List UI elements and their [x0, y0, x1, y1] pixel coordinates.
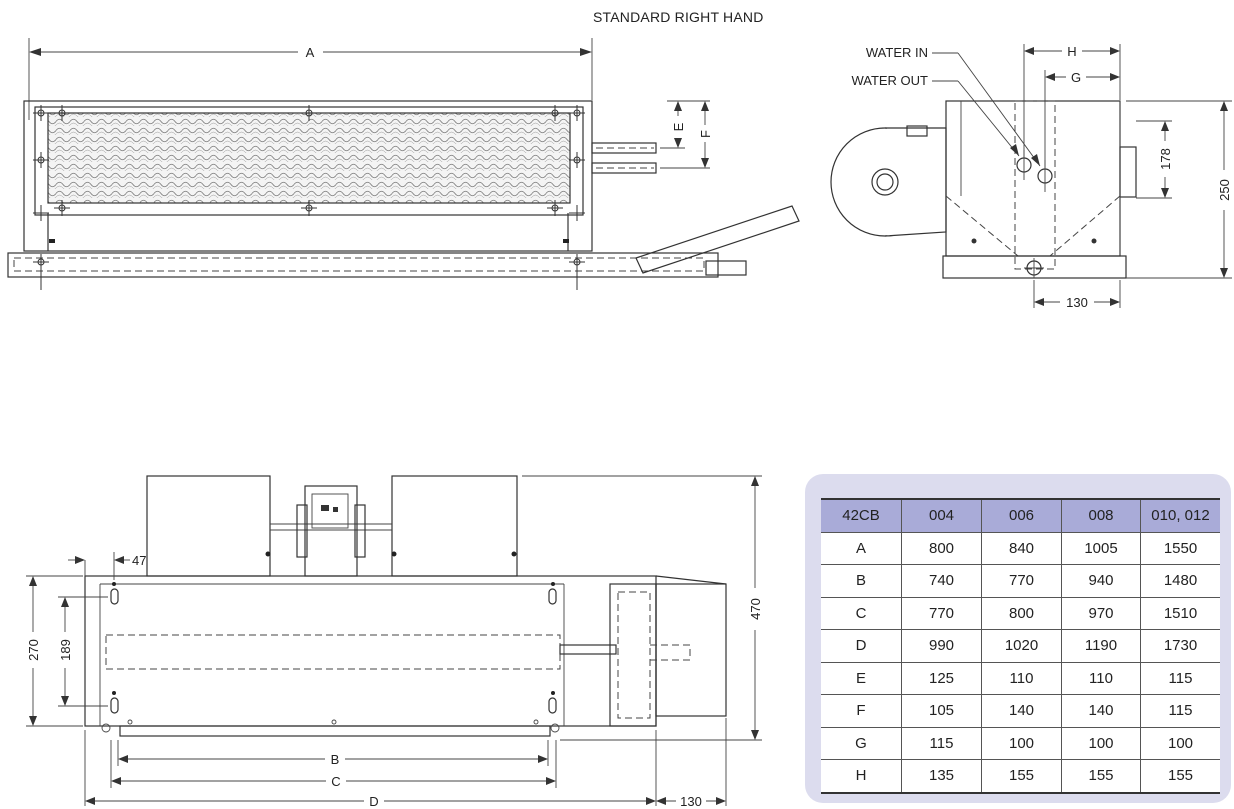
dim-label-47: 47 [132, 553, 146, 568]
water-out-label: WATER OUT [851, 73, 928, 88]
dimension-e-f: E F [660, 100, 713, 169]
dim-label-h: H [1067, 44, 1076, 59]
dim-label-g: G [1071, 70, 1081, 85]
table-cell: B [821, 564, 902, 598]
table-cell: 115 [1140, 662, 1220, 695]
drawing-title: STANDARD RIGHT HAND [593, 9, 764, 25]
table-cell: 135 [901, 759, 982, 794]
plan-view-drawing: 47 270 189 470 B [26, 475, 763, 809]
table-cell: 800 [981, 597, 1062, 630]
dim-label-130-side: 130 [1066, 295, 1088, 310]
front-unit-body [7, 100, 800, 278]
dim-label-470: 470 [748, 598, 763, 620]
table-cell: 800 [901, 532, 982, 565]
table-cell: G [821, 727, 902, 760]
dimension-table-panel: 42CB 004 006 008 010, 012 A 800 840 1005… [805, 474, 1231, 803]
table-cell: 155 [981, 759, 1062, 794]
table-cell: 140 [981, 694, 1062, 728]
side-view-drawing: WATER IN WATER OUT H G 178 250 [830, 44, 1232, 310]
table-cell: 100 [1061, 727, 1141, 760]
dim-label-250: 250 [1217, 179, 1232, 201]
table-row: A 800 840 1005 1550 [821, 532, 1220, 565]
table-header-cell: 008 [1061, 498, 1141, 533]
table-cell: 100 [981, 727, 1062, 760]
dim-label-130-plan: 130 [680, 794, 702, 809]
table-cell: 970 [1061, 597, 1141, 630]
table-cell: F [821, 694, 902, 728]
table-cell: 115 [1140, 694, 1220, 728]
table-cell: 740 [901, 564, 982, 598]
table-row: D 990 1020 1190 1730 [821, 629, 1220, 663]
table-cell: 1510 [1140, 597, 1220, 630]
table-row: F 105 140 140 115 [821, 694, 1220, 728]
table-header-cell: 010, 012 [1140, 498, 1220, 533]
table-cell: 1730 [1140, 629, 1220, 663]
table-header-cell: 42CB [821, 498, 902, 533]
table-row: E 125 110 110 115 [821, 662, 1220, 695]
dim-label-d: D [369, 794, 378, 809]
dim-label-270: 270 [26, 639, 41, 661]
table-cell: H [821, 759, 902, 794]
table-cell: 990 [901, 629, 982, 663]
table-header-cell: 006 [981, 498, 1062, 533]
water-in-label: WATER IN [866, 45, 928, 60]
dimension-table: 42CB 004 006 008 010, 012 A 800 840 1005… [821, 498, 1220, 794]
table-cell: 155 [1140, 759, 1220, 794]
table-cell: 140 [1061, 694, 1141, 728]
table-cell: A [821, 532, 902, 565]
table-cell: 770 [901, 597, 982, 630]
dim-label-e: E [671, 122, 686, 131]
table-cell: 840 [981, 532, 1062, 565]
table-cell: 105 [901, 694, 982, 728]
table-cell: 1005 [1061, 532, 1141, 565]
table-cell: E [821, 662, 902, 695]
table-row: H 135 155 155 155 [821, 759, 1220, 794]
dimension-a: A [28, 38, 593, 120]
table-cell: 110 [1061, 662, 1141, 695]
table-cell: 1020 [981, 629, 1062, 663]
table-cell: 115 [901, 727, 982, 760]
table-cell: 1550 [1140, 532, 1220, 565]
table-cell: 770 [981, 564, 1062, 598]
fastener-marks [33, 105, 585, 290]
dim-label-189: 189 [58, 639, 73, 661]
table-row: C 770 800 970 1510 [821, 597, 1220, 630]
table-row: B 740 770 940 1480 [821, 564, 1220, 598]
table-row: G 115 100 100 100 [821, 727, 1220, 760]
table-cell: 100 [1140, 727, 1220, 760]
table-cell: 110 [981, 662, 1062, 695]
dim-label-178: 178 [1158, 148, 1173, 170]
table-cell: 125 [901, 662, 982, 695]
dim-label-b: B [331, 752, 340, 767]
table-cell: D [821, 629, 902, 663]
table-cell: 1480 [1140, 564, 1220, 598]
table-header-row: 42CB 004 006 008 010, 012 [821, 498, 1220, 533]
table-cell: 155 [1061, 759, 1141, 794]
dim-label-c: C [331, 774, 340, 789]
table-cell: 1190 [1061, 629, 1141, 663]
table-cell: 940 [1061, 564, 1141, 598]
dim-label-a: A [306, 45, 315, 60]
table-header-cell: 004 [901, 498, 982, 533]
table-cell: C [821, 597, 902, 630]
dim-label-f: F [698, 130, 713, 138]
